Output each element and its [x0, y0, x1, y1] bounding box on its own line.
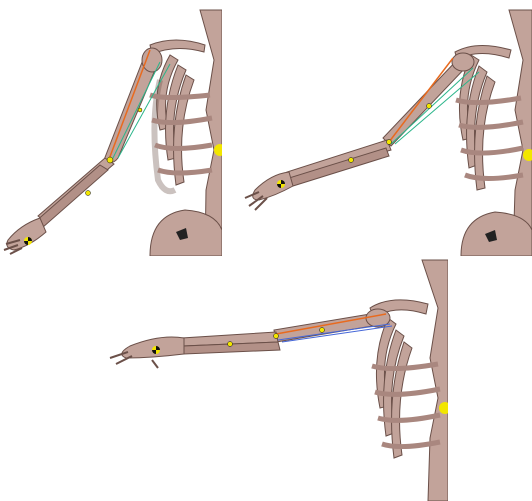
skeleton-torso: [370, 260, 448, 501]
skeleton-arm-illustration: [241, 0, 532, 256]
skeleton-torso: [150, 10, 222, 256]
skeleton-arm: [4, 48, 170, 254]
skeleton-arm: [110, 309, 392, 368]
skeleton-arm-illustration: [100, 258, 448, 501]
arm-pose-panel-3: [100, 258, 448, 501]
arm-pose-panel-2: [241, 0, 532, 256]
arm-pose-panel-1: [0, 0, 222, 256]
skeleton-arm-illustration: [0, 0, 222, 256]
skeleton-torso: [455, 10, 532, 256]
skeleton-arm: [245, 53, 479, 210]
